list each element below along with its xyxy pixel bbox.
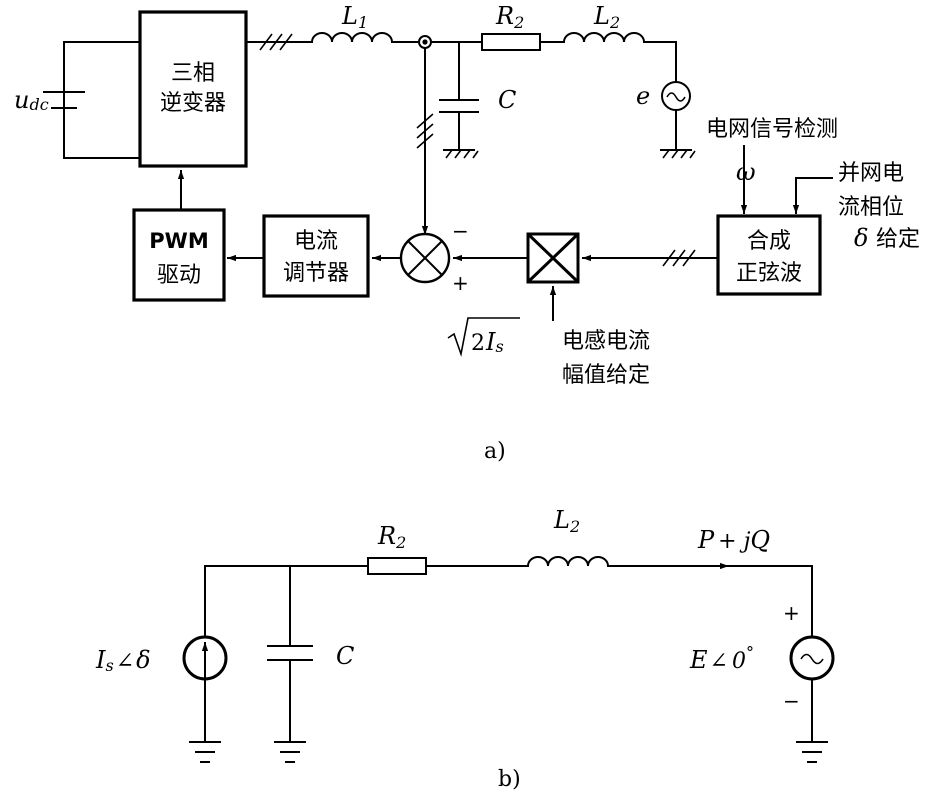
pwm-label-1: PWM	[149, 229, 208, 253]
voltage-minus-sign: −	[783, 689, 800, 713]
amp-coef: 2	[471, 331, 485, 356]
sum-minus-sign: −	[452, 219, 469, 243]
inverter-label-1: 三相	[171, 61, 215, 86]
top-wire-right	[727, 565, 813, 641]
amplitude-reference: 2 Is 电感电流 幅值给定	[447, 286, 650, 388]
capacitor-b-label: C	[336, 642, 354, 670]
current-source-label: Is∠δ	[95, 646, 151, 675]
inverter-label-2: 逆变器	[160, 91, 226, 116]
caption-a: a)	[484, 439, 506, 464]
sum-plus-sign: +	[452, 271, 469, 295]
inverter-block: 三相 逆变器	[138, 10, 248, 168]
resistor-r2-label: R2	[495, 2, 524, 32]
top-wire-left	[204, 565, 369, 639]
capacitor-b: C	[267, 565, 354, 763]
phase-ref-line-1: 并网电	[838, 161, 904, 186]
power-flow-label: P+ jQ	[697, 526, 770, 554]
sine-label-1: 合成	[747, 229, 791, 254]
controller-label-1: 电流	[294, 229, 338, 254]
amp-ref-line-1: 电感电流	[562, 329, 650, 354]
diagram-b: Is∠δ C R2 L2 P+ jQ	[95, 506, 835, 792]
phase-reference: 并网电 流相位 δ 给定	[792, 161, 920, 252]
summing-junction: − +	[399, 219, 469, 295]
grid-source-e: e	[636, 41, 696, 159]
grid-source-label: e	[636, 82, 650, 110]
amp-ref-line-2: 幅值给定	[562, 363, 650, 388]
diagram-a: udc 三相 逆变器 L1	[14, 2, 920, 464]
controller-label-2: 调节器	[283, 261, 349, 286]
current-source: Is∠δ	[95, 635, 228, 763]
voltage-source-label: E∠0°	[689, 643, 754, 674]
dc-source-label: udc	[14, 86, 49, 114]
grid-detect-label: 电网信号检测	[706, 117, 838, 142]
voltage-plus-sign: +	[783, 601, 800, 625]
pwm-block: PWM 驱动	[132, 208, 226, 302]
inductor-b: L2	[526, 506, 610, 568]
resistor-b: R2	[367, 522, 427, 575]
feedback-line	[416, 47, 434, 235]
resistor-r2: R2	[481, 2, 541, 51]
phase-ref-line-2: 流相位	[838, 195, 904, 220]
voltage-source: + − E∠0°	[689, 601, 835, 763]
inductor-b-label: L2	[553, 506, 580, 536]
resistor-b-label: R2	[377, 522, 406, 552]
inductor-l1-label: L1	[341, 2, 368, 32]
inductor-l2: L2	[562, 2, 646, 44]
capacitor-c-label: C	[498, 86, 516, 114]
amp-symbol: Is	[485, 328, 504, 356]
inductor-l1: L1	[310, 2, 394, 44]
pwm-label-2: 驱动	[157, 263, 201, 288]
sine-output-line	[582, 249, 719, 267]
sine-label-2: 正弦波	[736, 261, 802, 286]
inductor-l2-label: L2	[593, 2, 620, 32]
phase-ref-line-3: 给定	[876, 227, 920, 252]
dc-source: udc	[14, 41, 141, 159]
sine-block: 合成 正弦波	[716, 214, 822, 296]
caption-b: b)	[498, 767, 521, 792]
phase-ref-delta: δ	[854, 224, 868, 252]
capacitor-c: C	[439, 41, 516, 159]
current-controller-block: 电流 调节器	[262, 214, 370, 298]
omega-label: ω	[736, 158, 756, 186]
three-phase-bus	[245, 33, 313, 51]
multiplier-block	[526, 232, 580, 284]
